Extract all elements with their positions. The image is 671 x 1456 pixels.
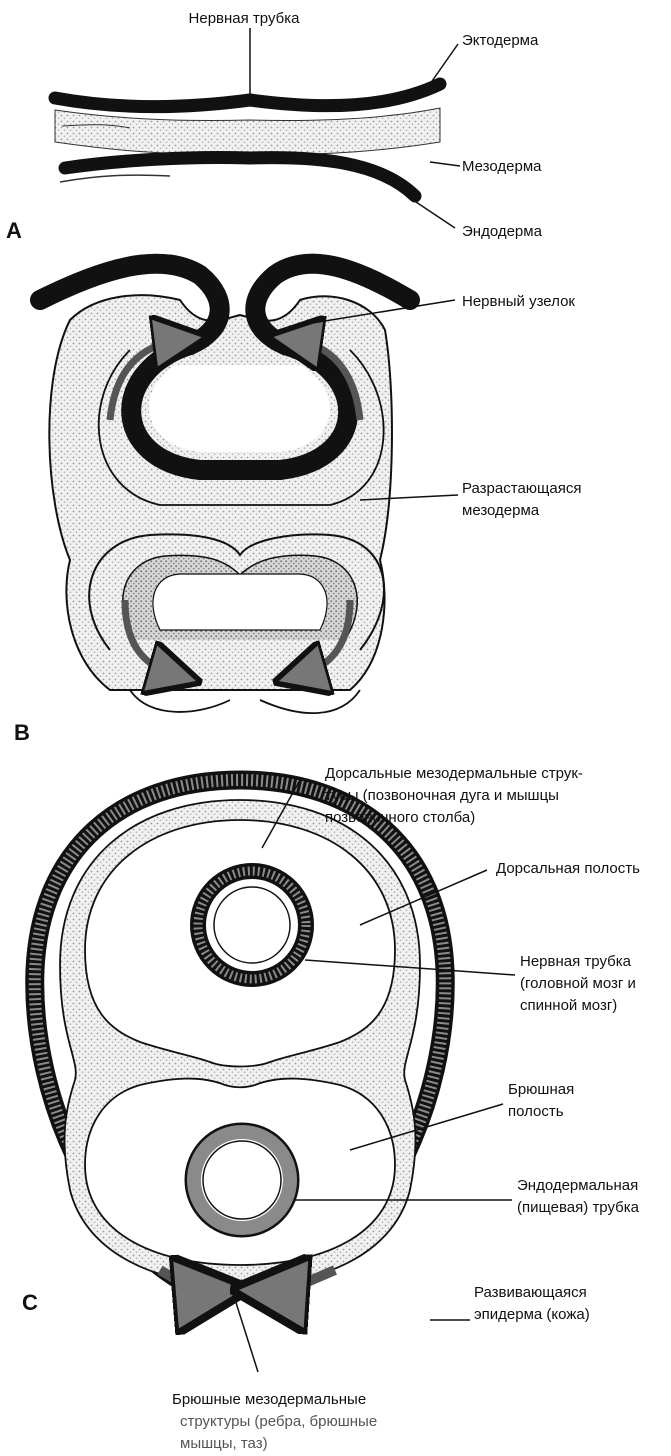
panel-c: Дорсальные мезодермальные струк- туры (п…	[22, 765, 640, 1452]
label-dorsal-struct-1: Дорсальные мезодермальные струк-	[325, 765, 583, 782]
label-endoderm: Эндодерма	[462, 223, 543, 240]
label-growing-mesoderm-2: мезодерма	[462, 502, 540, 519]
label-neural-tube-c-3: спинной мозг)	[520, 997, 617, 1014]
panel-letter-a: A	[6, 218, 22, 243]
label-neural-tube-a: Нервная трубка	[189, 10, 301, 27]
label-mesoderm: Мезодерма	[462, 158, 542, 175]
label-ventral-cavity-1: Брюшная	[508, 1081, 574, 1098]
label-ventral-struct-1: Брюшные мезодермальные	[172, 1391, 366, 1408]
label-dorsal-struct-2: туры (позвоночная дуга и мышцы	[325, 787, 559, 804]
label-neural-tube-c-1: Нервная трубка	[520, 953, 632, 970]
panel-a: Нервная трубка Эктодерма Мезодерма Эндод…	[6, 10, 543, 243]
label-growing-mesoderm-1: Разрастающаяся	[462, 480, 581, 497]
label-epidermis-2: эпидерма (кожа)	[474, 1306, 590, 1323]
panel-letter-c: C	[22, 1290, 38, 1315]
panel-a-mesoderm	[55, 108, 440, 154]
label-endo-tube-2: (пищевая) трубка	[517, 1199, 640, 1216]
label-ventral-cavity-2: полость	[508, 1103, 564, 1120]
label-ventral-struct-2: структуры (ребра, брюшные	[180, 1413, 377, 1430]
label-endo-tube-1: Эндодермальная	[517, 1177, 638, 1194]
panel-a-endoderm	[65, 157, 415, 196]
label-dorsal-struct-3: позвоночного столба)	[325, 809, 475, 826]
label-neural-node: Нервный узелок	[462, 293, 575, 310]
panel-letter-b: B	[14, 720, 30, 745]
label-dorsal-cavity: Дорсальная полость	[496, 860, 640, 877]
label-epidermis-1: Развивающаяся	[474, 1284, 587, 1301]
label-ventral-struct-3: мышцы, таз)	[180, 1435, 268, 1452]
panel-b: Нервный узелок Разрастающаяся мезодерма …	[14, 264, 581, 745]
panel-a-ectoderm	[55, 84, 440, 107]
label-ectoderm: Эктодерма	[462, 32, 539, 49]
label-neural-tube-c-2: (головной мозг и	[520, 975, 636, 992]
